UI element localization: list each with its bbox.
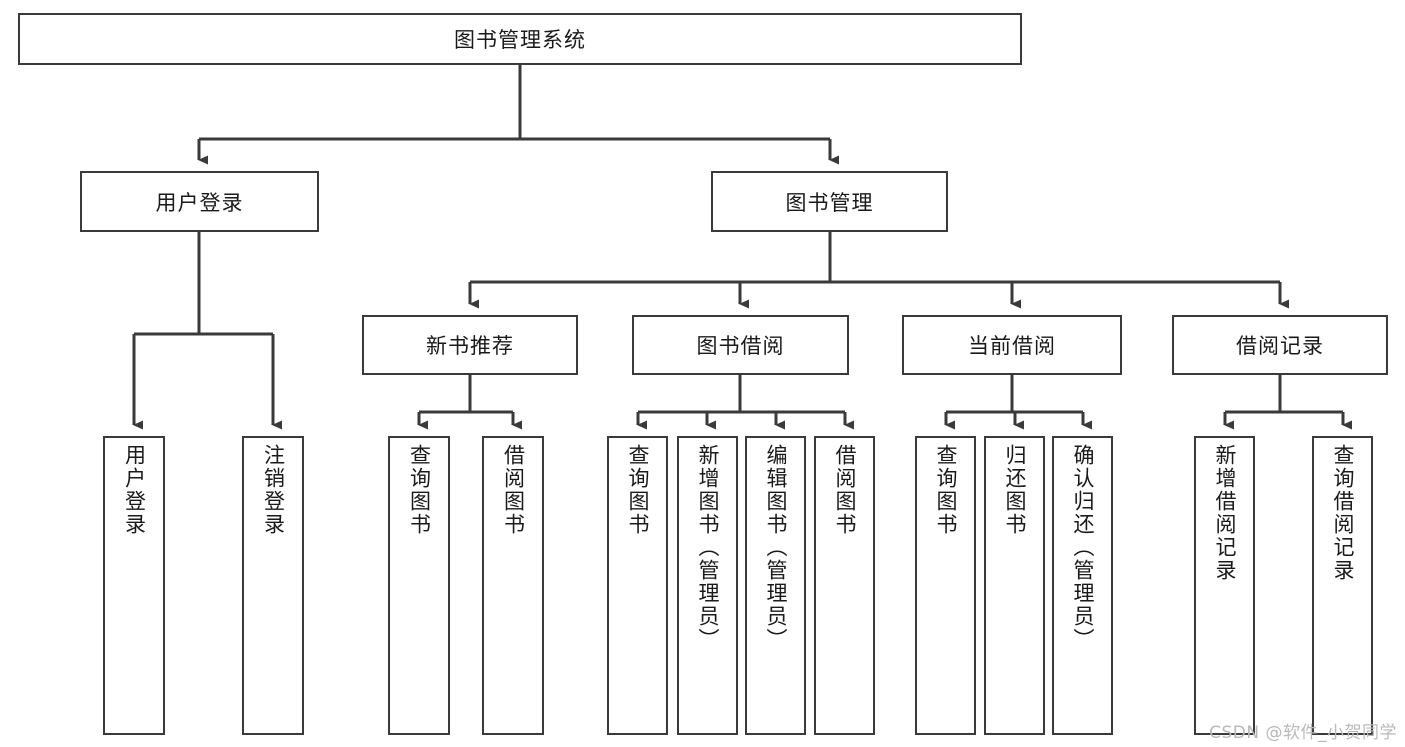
- node-label: 查询图书: [626, 444, 650, 536]
- node-label: 归还图书: [1003, 444, 1027, 536]
- leaf-return-book[interactable]: 归还图书: [984, 436, 1045, 735]
- edges-book-borrow: [636, 375, 854, 430]
- node-borrow-records[interactable]: 借阅记录: [1172, 315, 1388, 375]
- leaf-query-borrow-record[interactable]: 查询借阅记录: [1312, 436, 1373, 735]
- leaf-edit-book-admin[interactable]: 编辑图书（管理员）: [745, 436, 806, 735]
- leaf-confirm-return-admin[interactable]: 确认归还（管理员）: [1052, 436, 1113, 735]
- node-label: 查询图书: [407, 444, 432, 536]
- leaf-add-book-admin[interactable]: 新增图书（管理员）: [677, 436, 738, 735]
- node-book-management[interactable]: 图书管理: [711, 171, 948, 232]
- node-user-login[interactable]: 用户登录: [80, 171, 319, 232]
- node-book-borrow[interactable]: 图书借阅: [632, 315, 849, 375]
- node-root-system[interactable]: 图书管理系统: [18, 13, 1022, 65]
- node-label: 编辑图书（管理员）: [764, 444, 788, 651]
- edges-current-borrow: [944, 375, 1092, 430]
- node-label: 确认归还（管理员）: [1071, 444, 1095, 651]
- edges-new-book-recommend: [417, 375, 522, 430]
- node-label: 借阅图书: [833, 444, 857, 536]
- node-new-book-recommend[interactable]: 新书推荐: [362, 315, 578, 375]
- node-label: 新增图书（管理员）: [696, 444, 720, 651]
- leaf-borrow-book[interactable]: 借阅图书: [814, 436, 875, 735]
- node-label: 图书借阅: [696, 334, 785, 358]
- node-label: 用户登录: [122, 444, 147, 536]
- node-label: 借阅图书: [501, 444, 526, 536]
- edges-borrow-records: [1223, 375, 1352, 430]
- node-label: 当前借阅: [968, 334, 1056, 358]
- leaf-query-book-current[interactable]: 查询图书: [915, 436, 976, 735]
- leaf-user-login[interactable]: 用户登录: [103, 436, 165, 735]
- node-label: 注销登录: [261, 444, 286, 536]
- node-label: 查询图书: [934, 444, 958, 536]
- node-label: 新增借阅记录: [1213, 444, 1237, 582]
- edges-book-management: [468, 232, 1289, 309]
- node-label: 用户登录: [155, 190, 244, 215]
- leaf-query-book-borrow[interactable]: 查询图书: [607, 436, 668, 735]
- edges-root: [197, 65, 839, 165]
- node-label: 图书管理: [785, 190, 874, 215]
- leaf-user-logout[interactable]: 注销登录: [242, 436, 304, 735]
- edges-user-login: [132, 232, 282, 430]
- leaf-borrow-book-recommend[interactable]: 借阅图书: [482, 436, 544, 735]
- node-label: 新书推荐: [426, 334, 514, 358]
- node-label: 查询借阅记录: [1331, 444, 1355, 582]
- leaf-add-borrow-record[interactable]: 新增借阅记录: [1194, 436, 1255, 735]
- node-label: 图书管理系统: [454, 28, 586, 52]
- node-current-borrow[interactable]: 当前借阅: [902, 315, 1122, 375]
- node-label: 借阅记录: [1236, 334, 1324, 358]
- leaf-query-book-recommend[interactable]: 查询图书: [388, 436, 450, 735]
